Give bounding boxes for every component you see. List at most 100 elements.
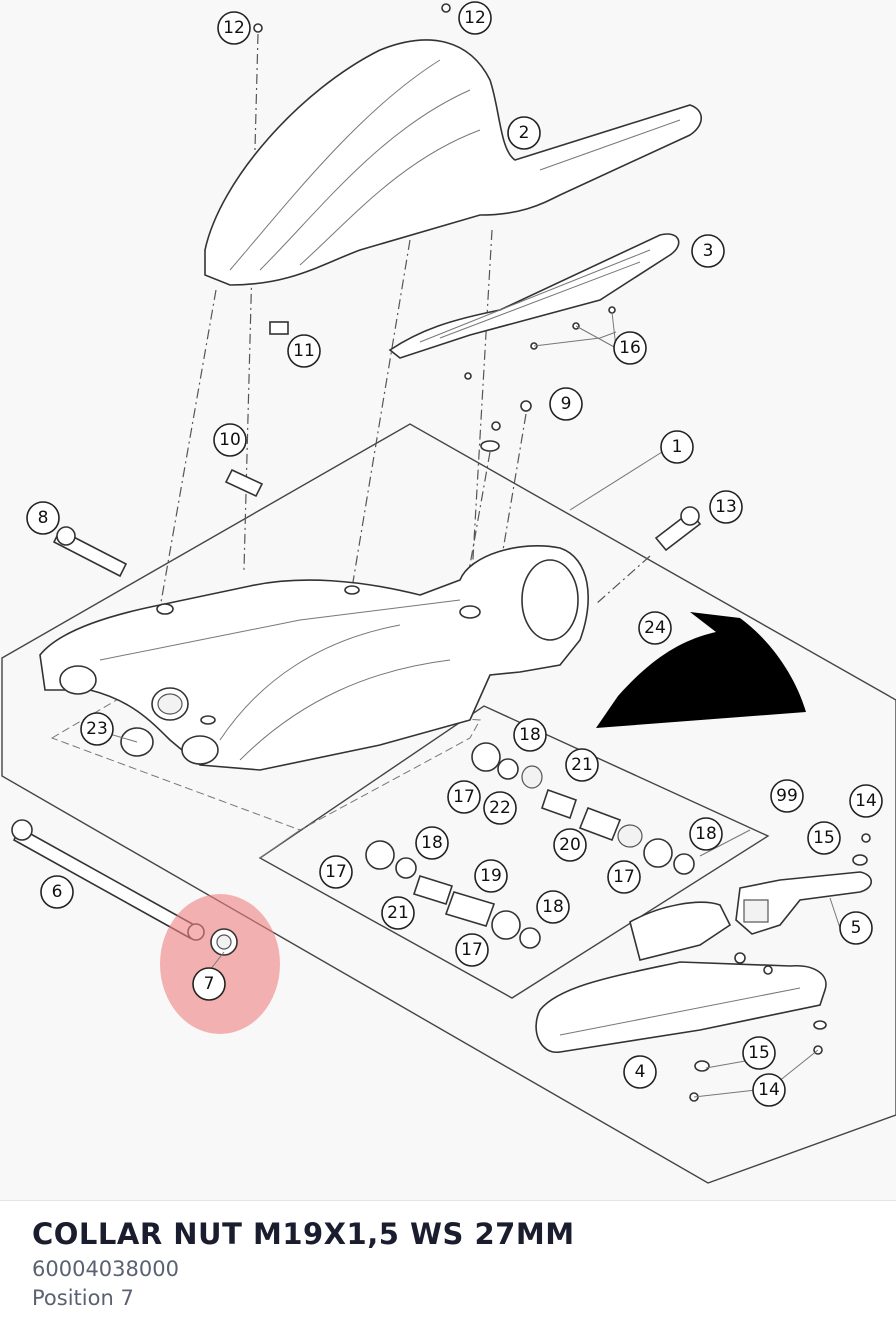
callout-position-99[interactable]: 99 xyxy=(770,779,804,813)
callout-position-2[interactable]: 2 xyxy=(507,116,541,150)
callout-label: 13 xyxy=(715,497,737,517)
callout-circle xyxy=(613,331,647,365)
callout-label: 20 xyxy=(559,835,581,855)
callout-position-11[interactable]: 11 xyxy=(287,334,321,368)
callout-circle xyxy=(849,784,883,818)
callout-circle xyxy=(507,116,541,150)
callout-label: 18 xyxy=(542,897,564,917)
callout-circle xyxy=(213,423,247,457)
part-number: 60004038000 xyxy=(32,1257,179,1281)
callout-label: 14 xyxy=(855,791,877,811)
callout-position-8[interactable]: 8 xyxy=(26,501,60,535)
callout-position-22[interactable]: 22 xyxy=(483,791,517,825)
callout-circle xyxy=(839,911,873,945)
callout-circle xyxy=(415,826,449,860)
callout-label: 3 xyxy=(703,241,714,261)
callout-label: 18 xyxy=(695,824,717,844)
callout-position-23[interactable]: 23 xyxy=(80,712,114,746)
callout-circle xyxy=(689,817,723,851)
callout-position-16[interactable]: 16 xyxy=(613,331,647,365)
callout-circle xyxy=(638,611,672,645)
callout-label: 17 xyxy=(461,940,483,960)
callout-circle xyxy=(709,490,743,524)
callout-position-19[interactable]: 19 xyxy=(474,859,508,893)
callout-position-3[interactable]: 3 xyxy=(691,234,725,268)
callout-circle xyxy=(80,712,114,746)
callout-position-12[interactable]: 12 xyxy=(217,11,251,45)
callout-position-18[interactable]: 18 xyxy=(513,718,547,752)
callout-label: 21 xyxy=(571,755,593,775)
callout-label: 99 xyxy=(776,786,798,806)
callout-label: 6 xyxy=(52,882,63,902)
callout-position-12[interactable]: 12 xyxy=(458,1,492,35)
callout-label: 9 xyxy=(561,394,572,414)
callout-position-15[interactable]: 15 xyxy=(742,1036,776,1070)
callout-label: 1 xyxy=(672,437,683,457)
callout-circle xyxy=(807,821,841,855)
callout-circle xyxy=(513,718,547,752)
callout-position-18[interactable]: 18 xyxy=(689,817,723,851)
callout-label: 10 xyxy=(219,430,241,450)
callout-position-14[interactable]: 14 xyxy=(849,784,883,818)
callout-label: 15 xyxy=(813,828,835,848)
callout-label: 19 xyxy=(480,866,502,886)
callout-position-24[interactable]: 24 xyxy=(638,611,672,645)
callout-label: 7 xyxy=(204,974,215,994)
callout-circle xyxy=(742,1036,776,1070)
callout-position-17[interactable]: 17 xyxy=(447,780,481,814)
callout-position-18[interactable]: 18 xyxy=(415,826,449,860)
callout-position-1[interactable]: 1 xyxy=(660,430,694,464)
callout-circle xyxy=(770,779,804,813)
callout-circle xyxy=(623,1055,657,1089)
callout-position-10[interactable]: 10 xyxy=(213,423,247,457)
callout-position-13[interactable]: 13 xyxy=(709,490,743,524)
callout-label: 12 xyxy=(464,8,486,28)
callout-position-20[interactable]: 20 xyxy=(553,828,587,862)
callout-label: 11 xyxy=(293,341,315,361)
callout-position-6[interactable]: 6 xyxy=(40,875,74,909)
callout-circle xyxy=(217,11,251,45)
callout-position-17[interactable]: 17 xyxy=(319,855,353,889)
callout-label: 16 xyxy=(619,338,641,358)
callout-circle xyxy=(192,967,226,1001)
callout-position-4[interactable]: 4 xyxy=(623,1055,657,1089)
callout-circle xyxy=(691,234,725,268)
callout-position-5[interactable]: 5 xyxy=(839,911,873,945)
part-info-panel: COLLAR NUT M19X1,5 WS 27MM 60004038000 P… xyxy=(0,1200,896,1336)
callout-label: 15 xyxy=(748,1043,770,1063)
callout-circle xyxy=(287,334,321,368)
callout-circle xyxy=(553,828,587,862)
callout-label: 17 xyxy=(325,862,347,882)
callout-circle xyxy=(607,860,641,894)
part-position: Position 7 xyxy=(32,1286,134,1310)
callout-label: 12 xyxy=(223,18,245,38)
callout-position-14[interactable]: 14 xyxy=(752,1073,786,1107)
callout-circle xyxy=(536,890,570,924)
callout-label: 18 xyxy=(519,725,541,745)
callout-label: 4 xyxy=(635,1062,646,1082)
callout-position-21[interactable]: 21 xyxy=(565,748,599,782)
callout-circle xyxy=(26,501,60,535)
callout-position-17[interactable]: 17 xyxy=(455,933,489,967)
callout-label: 17 xyxy=(453,787,475,807)
callout-circle xyxy=(474,859,508,893)
callout-position-17[interactable]: 17 xyxy=(607,860,641,894)
callout-label: 5 xyxy=(851,918,862,938)
callout-circle xyxy=(660,430,694,464)
callout-circle xyxy=(319,855,353,889)
callout-label: 22 xyxy=(489,798,511,818)
callout-position-7[interactable]: 7 xyxy=(192,967,226,1001)
callout-label: 24 xyxy=(644,618,666,638)
callout-position-21[interactable]: 21 xyxy=(381,896,415,930)
callout-circle xyxy=(447,780,481,814)
callout-position-9[interactable]: 9 xyxy=(549,387,583,421)
callout-circle xyxy=(565,748,599,782)
callout-label: 17 xyxy=(613,867,635,887)
callout-label: 8 xyxy=(38,508,49,528)
callout-label: 18 xyxy=(421,833,443,853)
callout-position-18[interactable]: 18 xyxy=(536,890,570,924)
callout-label: 2 xyxy=(519,123,530,143)
callout-position-15[interactable]: 15 xyxy=(807,821,841,855)
callout-circle xyxy=(483,791,517,825)
